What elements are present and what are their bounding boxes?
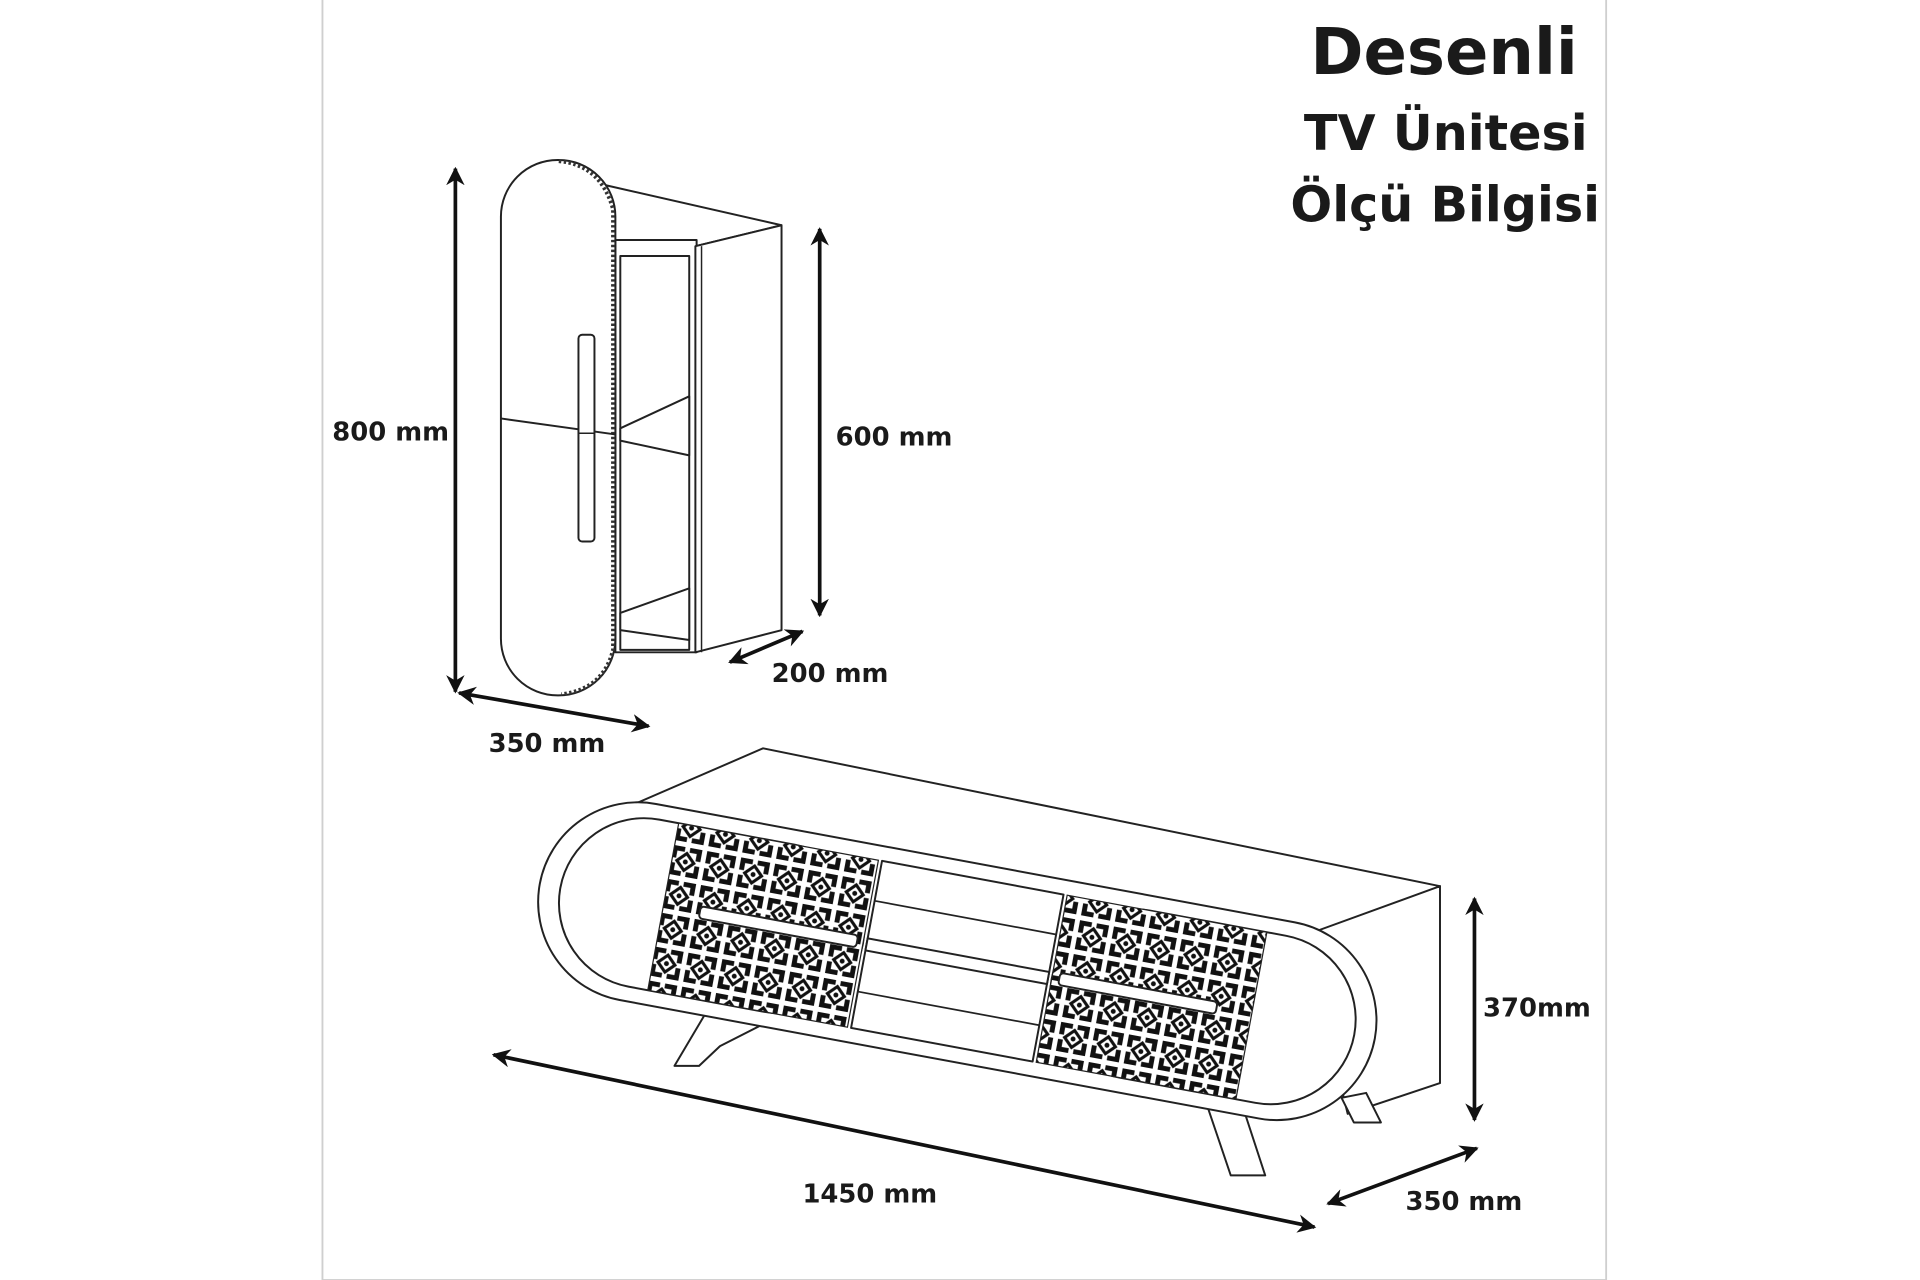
arrow-1450mm [491,1049,1317,1233]
label-tv-depth: 350 mm [1406,1187,1523,1217]
label-cabinet-width: 350 mm [489,729,606,759]
arrow-350mm-tv [1326,1145,1479,1207]
wall-cabinet-drawing [499,159,783,697]
title-line-3: Ölçü Bilgisi [1290,175,1600,234]
title-line-1: Desenli [1310,16,1577,90]
label-tv-height: 370mm [1483,994,1591,1024]
arrow-200mm [728,629,805,665]
arrow-350mm-cabinet [457,686,651,733]
label-cabinet-inner-height: 600 mm [836,423,953,453]
tv-unit-drawing [537,747,1441,1177]
label-cabinet-height: 800 mm [332,418,449,448]
label-tv-width: 1450 mm [802,1179,937,1209]
title-line-2: TV Ünitesi [1304,103,1588,162]
label-cabinet-depth: 200 mm [772,659,889,689]
